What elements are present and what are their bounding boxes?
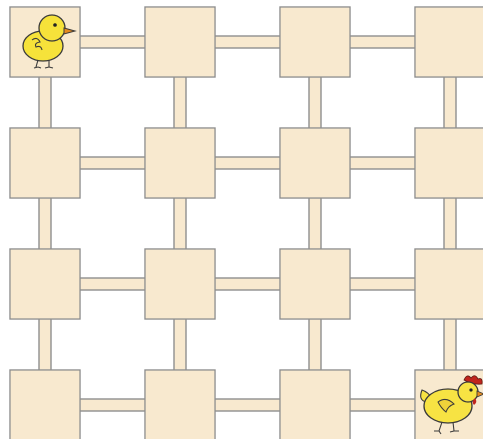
maze-cell-r2-c2[interactable] — [280, 249, 350, 319]
maze-cell-r0-c1[interactable] — [145, 7, 215, 77]
maze-cell-r3-c0[interactable] — [10, 370, 80, 439]
corridor-horizontal — [78, 278, 147, 290]
corridor-horizontal — [213, 399, 282, 411]
corridor-horizontal — [348, 278, 417, 290]
corridor-horizontal — [348, 399, 417, 411]
corridor-vertical — [309, 196, 321, 251]
corridor-vertical — [39, 317, 51, 372]
maze-cell-r1-c2[interactable] — [280, 128, 350, 198]
corridor-vertical — [174, 196, 186, 251]
maze-cell-r2-c3[interactable] — [415, 249, 483, 319]
maze-cell-r1-c0[interactable] — [10, 128, 80, 198]
corridor-vertical — [444, 317, 456, 372]
maze-cell-r1-c3[interactable] — [415, 128, 483, 198]
maze-cell-r2-c1[interactable] — [145, 249, 215, 319]
maze-cell-r3-c2[interactable] — [280, 370, 350, 439]
corridor-horizontal — [348, 36, 417, 48]
corridor-vertical — [174, 75, 186, 130]
maze-cell-r0-c2[interactable] — [280, 7, 350, 77]
corridor-vertical — [309, 75, 321, 130]
corridor-vertical — [444, 75, 456, 130]
corridor-horizontal — [213, 157, 282, 169]
maze-cell-r2-c0[interactable] — [10, 249, 80, 319]
maze-cell-r1-c1[interactable] — [145, 128, 215, 198]
corridor-horizontal — [348, 157, 417, 169]
maze-cells — [10, 7, 483, 439]
maze-paths — [39, 36, 483, 411]
corridor-vertical — [39, 196, 51, 251]
corridor-vertical — [444, 196, 456, 251]
corridor-horizontal — [213, 278, 282, 290]
corridor-vertical — [309, 317, 321, 372]
corridor-vertical — [39, 75, 51, 130]
corridor-horizontal — [78, 157, 147, 169]
corridor-horizontal — [213, 36, 282, 48]
maze-cell-r3-c1[interactable] — [145, 370, 215, 439]
corridor-horizontal — [78, 36, 147, 48]
maze-cell-r0-c3[interactable] — [415, 7, 483, 77]
corridor-horizontal — [78, 399, 147, 411]
corridor-vertical — [174, 317, 186, 372]
